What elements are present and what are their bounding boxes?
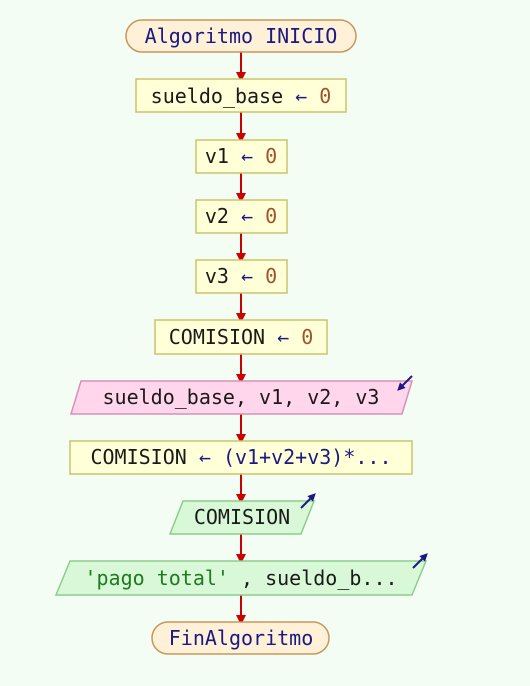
output-arrow-icon <box>412 553 428 569</box>
svg-text:sueldo_base ← 0: sueldo_base ← 0 <box>151 84 332 108</box>
end-node: FinAlgoritmo <box>151 621 330 655</box>
compute-comision-node: COMISION ← (v1+v2+v3)*... <box>69 440 413 475</box>
svg-text:COMISION ← 0: COMISION ← 0 <box>169 325 314 349</box>
svg-text:v1 ← 0: v1 ← 0 <box>205 144 277 168</box>
assign-var: v1 <box>205 144 229 168</box>
write-total-string: 'pago total' <box>84 566 229 590</box>
assign-var: COMISION <box>169 325 265 349</box>
write-comision-text: COMISION <box>194 505 290 529</box>
assign-var: v3 <box>205 264 229 288</box>
compute-op: ← <box>199 445 223 469</box>
write-total-node: 'pago total' , sueldo_b... <box>54 553 428 596</box>
assign-op: ← <box>277 325 301 349</box>
assign-sueldo-base-node: sueldo_base ← 0 <box>135 78 347 113</box>
assign-value: 0 <box>265 264 277 288</box>
svg-text:'pago total' , sueldo_b.: 'pago total' , sueldo_b... <box>84 566 397 590</box>
compute-expr: (v1+v2+v3)*... <box>223 445 392 469</box>
assign-value: 0 <box>319 84 331 108</box>
compute-var: COMISION <box>90 445 186 469</box>
input-arrow-icon <box>397 375 413 391</box>
assign-v3-node: v3 ← 0 <box>195 259 288 294</box>
svg-text:COMISION ← (v1+v: COMISION ← (v1+v2+v3)*... <box>90 445 391 469</box>
assign-var: sueldo_base <box>151 84 283 108</box>
read-text: sueldo_base, v1, v2, v3 <box>103 385 380 409</box>
assign-op: ← <box>295 84 319 108</box>
assign-comision-node: COMISION ← 0 <box>154 319 328 355</box>
assign-op: ← <box>241 204 265 228</box>
start-node: Algoritmo INICIO <box>125 19 357 53</box>
assign-v1-node: v1 ← 0 <box>195 139 288 174</box>
assign-op: ← <box>241 144 265 168</box>
start-text: Algoritmo INICIO <box>145 24 338 48</box>
write-comision-node: COMISION <box>168 493 316 535</box>
assign-var: v2 <box>205 204 229 228</box>
svg-text:v2 ← 0: v2 ← 0 <box>205 204 277 228</box>
write-total-rest: , sueldo_b... <box>241 566 398 590</box>
assign-v2-node: v2 ← 0 <box>195 199 288 234</box>
assign-value: 0 <box>265 144 277 168</box>
assign-op: ← <box>241 264 265 288</box>
assign-value: 0 <box>301 325 313 349</box>
read-input-node: sueldo_base, v1, v2, v3 <box>69 375 414 415</box>
assign-value: 0 <box>265 204 277 228</box>
svg-text:v3 ← 0: v3 ← 0 <box>205 264 277 288</box>
end-text: FinAlgoritmo <box>169 626 314 650</box>
output-arrow-icon <box>300 493 316 509</box>
